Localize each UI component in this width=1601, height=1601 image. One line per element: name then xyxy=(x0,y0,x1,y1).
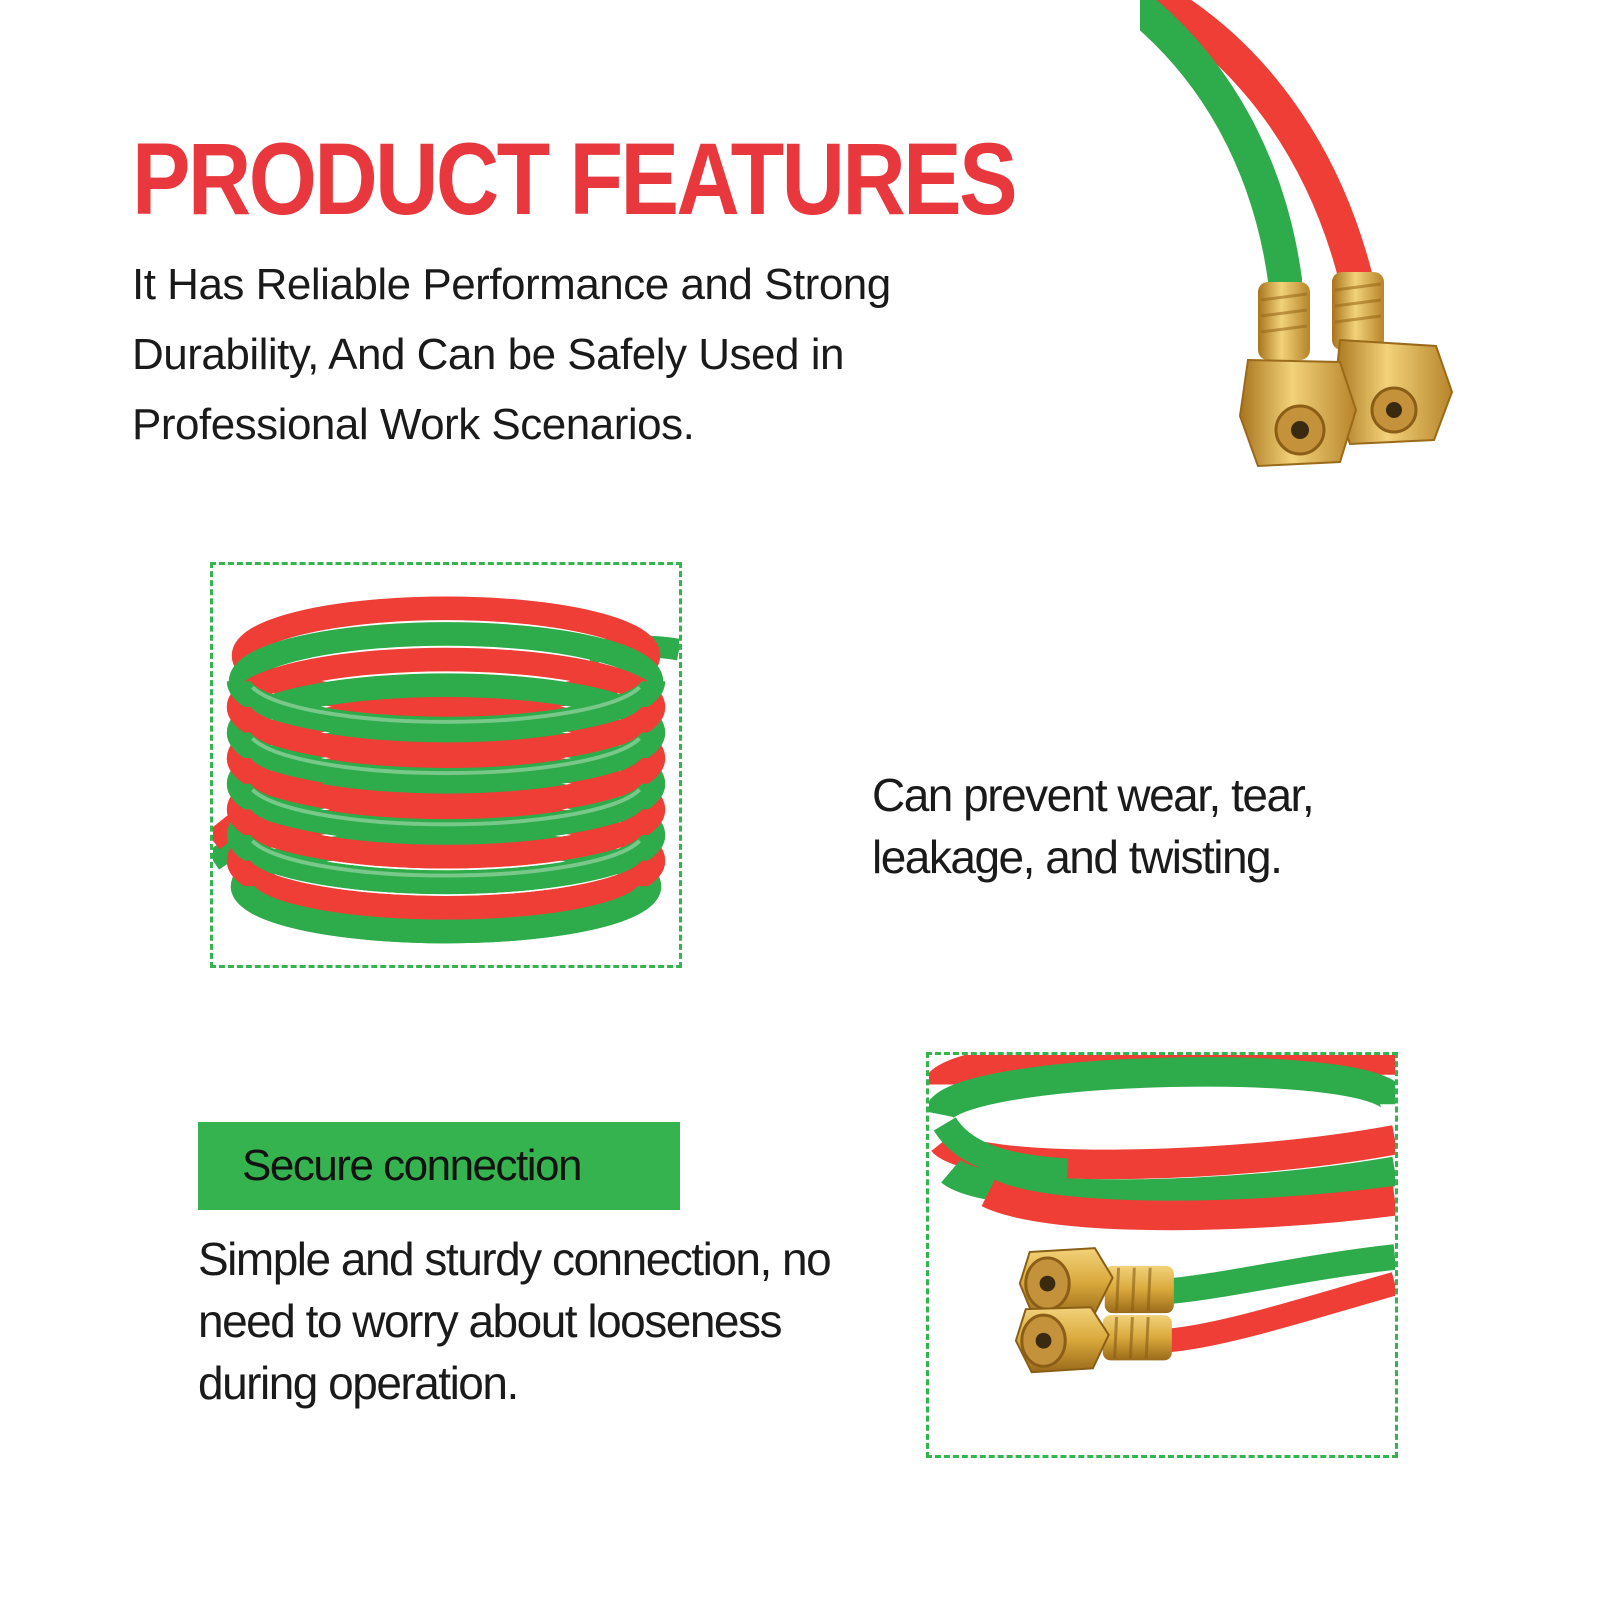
intro-text: It Has Reliable Performance and Strong D… xyxy=(132,260,891,449)
coiled-hose-icon xyxy=(213,596,679,944)
secure-connection-badge: Secure connection xyxy=(198,1122,680,1210)
connection-frame xyxy=(926,1052,1398,1458)
connection-feature-text: Simple and sturdy connection, no need to… xyxy=(198,1233,832,1409)
hose-fittings-icon xyxy=(1113,0,1454,468)
hose-fittings-image xyxy=(1113,0,1490,500)
wear-feature-text: Can prevent wear, tear, leakage, and twi… xyxy=(872,769,1315,883)
page-title: PRODUCT FEATURES xyxy=(132,122,1018,236)
coiled-hose-frame xyxy=(210,562,682,968)
hose-connector-icon xyxy=(929,1055,1395,1374)
